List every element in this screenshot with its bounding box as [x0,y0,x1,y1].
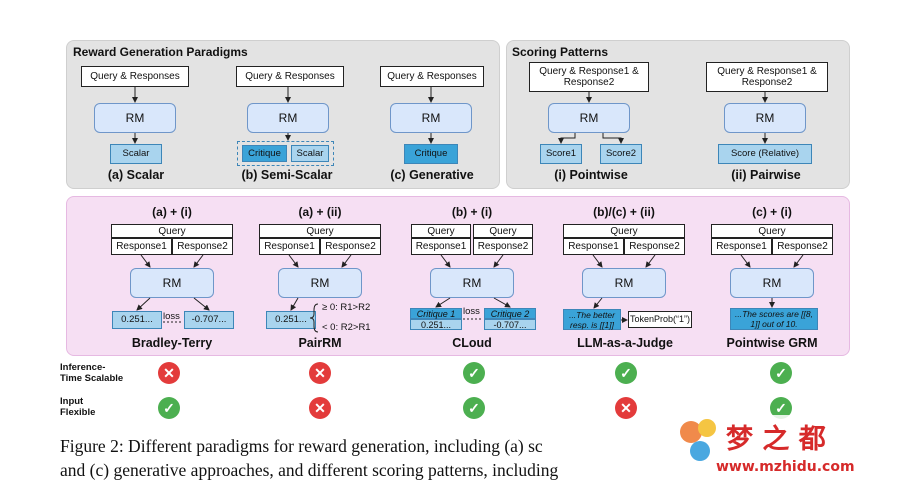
pointwise-rm-box: RM [548,103,630,133]
pairrm-condition2: < 0: R2>R1 [322,322,371,333]
watermark-bubble-icon-3 [690,441,710,461]
cloud-value1: 0.251... [410,319,462,330]
pairrm-flexible-cross-icon: ✕ [309,397,331,419]
semi-rm-box: RM [247,103,329,133]
grm-rm-box: RM [730,268,814,298]
cloud-inference-check-icon: ✓ [463,362,485,384]
grm-query-box: Query [711,224,833,238]
pointwise-score2: Score2 [600,144,642,164]
bt-response2: Response2 [172,238,233,255]
cloud-loss-label: loss [463,306,480,317]
row-label-inference-scalable: Inference- Time Scalable [60,362,124,384]
semi-critique: Critique [242,145,287,162]
paradigms-title: Reward Generation Paradigms [73,45,248,59]
grm-header: (c) + (i) [752,205,792,219]
pairrm-output: 0.251... [266,311,316,329]
judge-response2: Response2 [624,238,685,255]
judge-response1: Response1 [563,238,624,255]
judge-query-box: Query [563,224,685,238]
bt-flexible-check-icon: ✓ [158,397,180,419]
watermark-title: 梦 之 都 [726,424,826,455]
semi-scalar: Scalar [291,145,329,162]
scalar-rm-box: RM [94,103,176,133]
pointwise-score1: Score1 [540,144,582,164]
judge-inference-check-icon: ✓ [615,362,637,384]
bt-name: Bradley-Terry [131,336,213,350]
scoring-title: Scoring Patterns [512,45,609,59]
judge-generation: ...The better resp. is [[1]] [563,309,621,330]
bt-loss-label: loss [163,311,180,322]
cloud-critique1: Critique 1 [410,308,462,319]
semi-output-group [237,141,334,166]
pairwise-query-box: Query & Response1 & Response2 [706,62,828,92]
cloud-response2: Response2 [473,238,533,255]
judge-token-prob: TokenProb(“1”) [628,311,692,328]
gen-rm-box: RM [390,103,472,133]
pairwise-caption: (ii) Pairwise [731,168,801,182]
judge-flexible-cross-icon: ✕ [615,397,637,419]
gen-critique: Critique [404,144,458,164]
watermark-logo: 梦 之 都 www.mzhidu.com [676,415,916,485]
scalar-caption: (a) Scalar [107,168,165,182]
semi-query-box: Query & Responses [236,66,344,87]
watermark-bubble-icon-2 [698,419,716,437]
pairrm-response1: Response1 [259,238,320,255]
bt-query-box: Query [111,224,233,238]
cloud-flexible-check-icon: ✓ [463,397,485,419]
grm-response1: Response1 [711,238,772,255]
watermark-bubble-icon [680,421,702,443]
scalar-output: Scalar [110,144,162,164]
grm-inference-check-icon: ✓ [770,362,792,384]
row-label-input-flexible: Input Flexible [60,396,96,418]
cloud-query2: Query [473,224,533,238]
pairrm-query-box: Query [259,224,381,238]
gen-caption: (c) Generative [390,168,474,182]
pairrm-name: PairRM [298,336,342,350]
bt-inference-cross-icon: ✕ [158,362,180,384]
figure-caption-line2: and (c) generative approaches, and diffe… [60,460,559,480]
cloud-critique2: Critique 2 [484,308,536,319]
pairrm-condition1: ≥ 0: R1>R2 [322,302,371,313]
cloud-response1: Response1 [411,238,471,255]
pairrm-rm-box: RM [278,268,362,298]
pairrm-inference-cross-icon: ✕ [309,362,331,384]
pairwise-rm-box: RM [724,103,806,133]
grm-response2: Response2 [772,238,833,255]
cloud-rm-box: RM [430,268,514,298]
grm-generation: ...The scores are [[8, 1]] out of 10. [730,308,818,330]
judge-name: LLM-as-a-Judge [577,336,673,350]
bt-header: (a) + (i) [152,205,192,219]
semi-caption: (b) Semi-Scalar [241,168,333,182]
cloud-query1: Query [411,224,471,238]
pairwise-score: Score (Relative) [718,144,812,164]
bt-output2: -0.707... [184,311,234,329]
bt-output1: 0.251... [112,311,162,329]
cloud-header: (b) + (i) [451,205,493,219]
figure-caption-line1: Figure 2: Different paradigms for reward… [60,436,543,456]
cloud-value2: -0.707... [484,319,536,330]
bt-response1: Response1 [111,238,172,255]
pointwise-caption: (i) Pointwise [554,168,628,182]
pointwise-query-box: Query & Response1 & Response2 [529,62,649,92]
judge-rm-box: RM [582,268,666,298]
watermark-url: www.mzhidu.com [716,459,855,475]
scalar-query-box: Query & Responses [81,66,189,87]
bt-rm-box: RM [130,268,214,298]
pairrm-header: (a) + (ii) [298,205,342,219]
grm-flexible-check-icon: ✓ [770,397,792,419]
pairrm-response2: Response2 [320,238,381,255]
cloud-name: CLoud [452,336,492,350]
grm-name: Pointwise GRM [726,336,818,350]
judge-header: (b)/(c) + (ii) [593,205,655,219]
gen-query-box: Query & Responses [380,66,484,87]
